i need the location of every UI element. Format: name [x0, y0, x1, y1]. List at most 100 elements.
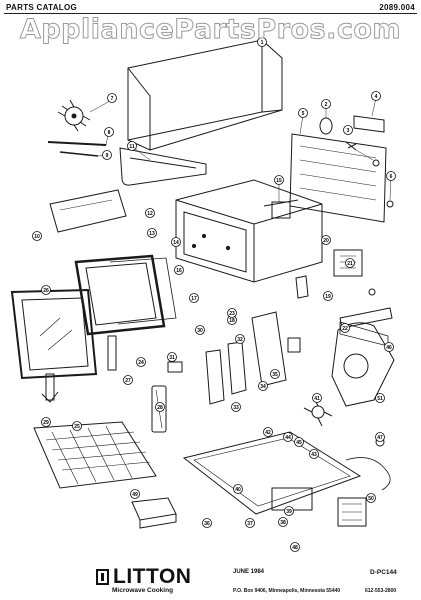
- callout-number: 25: [74, 424, 80, 430]
- callout-circle: [263, 427, 273, 437]
- oven-cavity: [175, 179, 323, 283]
- callout-circle: [41, 285, 51, 295]
- callout-circle: [257, 37, 267, 47]
- callout-25: 25: [72, 421, 82, 431]
- catalog-code: D-PC144: [370, 569, 397, 576]
- door-latch-parts: [41, 335, 117, 403]
- callout-35: 35: [270, 369, 280, 379]
- callout-circle: [104, 127, 114, 137]
- callout-number: 7: [111, 96, 114, 102]
- brand-tagline: Microwave Cooking: [112, 587, 174, 594]
- callout-7: 7: [107, 93, 117, 103]
- air-guide: [339, 307, 393, 329]
- callout-circle: [123, 375, 133, 385]
- brand-name: LITTON: [113, 565, 192, 588]
- fan-motor-housing: [331, 321, 395, 407]
- callout-22: 22: [340, 323, 350, 333]
- callout-24: 24: [136, 357, 146, 367]
- callout-20: 20: [321, 235, 331, 245]
- callout-number: 43: [311, 452, 317, 458]
- callout-41: 41: [312, 393, 322, 403]
- callout-circle: [258, 381, 268, 391]
- callout-number: 44: [285, 435, 291, 441]
- waveguide-cover: [119, 147, 207, 186]
- callout-number: 30: [197, 328, 203, 334]
- callout-46: 46: [384, 342, 394, 352]
- callout-29: 29: [41, 417, 51, 427]
- callout-23: 23: [227, 308, 237, 318]
- callout-16: 16: [174, 265, 184, 275]
- callout-number: 5: [302, 111, 305, 117]
- callout-28: 28: [155, 402, 165, 412]
- top-right-small-parts: [319, 115, 394, 208]
- callout-circle: [127, 141, 137, 151]
- callout-circle: [147, 228, 157, 238]
- callout-number: 17: [191, 296, 197, 302]
- callout-circle: [384, 342, 394, 352]
- callout-circle: [345, 258, 355, 268]
- callout-circle: [41, 417, 51, 427]
- callout-circle: [270, 369, 280, 379]
- wire-harness: [345, 437, 391, 491]
- callout-number: 2: [325, 102, 328, 108]
- callout-circle: [298, 108, 308, 118]
- callout-number: 41: [314, 396, 320, 402]
- callout-circle: [102, 150, 112, 160]
- callout-circle: [309, 449, 319, 459]
- callout-number: 48: [292, 545, 298, 551]
- callout-circle: [290, 542, 300, 552]
- callout-13: 13: [147, 228, 157, 238]
- callout-number: 18: [229, 318, 235, 324]
- callout-circle: [371, 91, 381, 101]
- callout-40: 40: [233, 484, 243, 494]
- callout-number: 23: [229, 311, 235, 317]
- capacitor: [131, 497, 177, 529]
- callout-number: 12: [147, 211, 153, 217]
- callout-1: 1: [257, 37, 267, 47]
- callout-number: 19: [325, 294, 331, 300]
- callout-number: 38: [280, 520, 286, 526]
- callout-number: 28: [157, 405, 163, 411]
- callout-circle: [195, 325, 205, 335]
- litton-logo-icon: [96, 569, 109, 585]
- callout-51: 51: [375, 393, 385, 403]
- oven-rack: [33, 421, 157, 489]
- callout-circle: [167, 352, 177, 362]
- cavity-mounted-parts: [263, 199, 299, 219]
- callout-number: 40: [235, 487, 241, 493]
- callout-number: 31: [169, 355, 175, 361]
- callout-39: 39: [284, 506, 294, 516]
- callout-number: 9: [106, 153, 109, 159]
- callout-circle: [375, 432, 385, 442]
- magnetron: [333, 249, 376, 296]
- callout-34: 34: [258, 381, 268, 391]
- callout-48: 48: [290, 542, 300, 552]
- callout-number: 50: [368, 496, 374, 502]
- callout-circle: [171, 237, 181, 247]
- callout-38: 38: [278, 517, 288, 527]
- callout-circle: [231, 402, 241, 412]
- callout-circle: [202, 518, 212, 528]
- callout-circle: [323, 291, 333, 301]
- catalog-footer: LITTON Microwave Cooking JUNE 1984 P.O. …: [0, 560, 421, 600]
- callout-circle: [145, 208, 155, 218]
- company-phone: 612-553-2800: [365, 588, 397, 594]
- callout-number: 6: [390, 174, 393, 180]
- callout-number: 3: [347, 128, 350, 134]
- callout-45: 45: [294, 437, 304, 447]
- callout-42: 42: [263, 427, 273, 437]
- callout-30: 30: [195, 325, 205, 335]
- callout-43: 43: [309, 449, 319, 459]
- callout-circle: [278, 517, 288, 527]
- callout-circle: [386, 171, 396, 181]
- callout-9: 9: [102, 150, 112, 160]
- callout-circle: [227, 308, 237, 318]
- callout-17: 17: [189, 293, 199, 303]
- callout-number: 4: [375, 94, 378, 100]
- back-panel: [289, 133, 387, 223]
- callout-circle: [284, 506, 294, 516]
- shelf-plate: [49, 189, 127, 233]
- callout-14: 14: [171, 237, 181, 247]
- leader-lines: [89, 40, 392, 202]
- callout-31: 31: [167, 352, 177, 362]
